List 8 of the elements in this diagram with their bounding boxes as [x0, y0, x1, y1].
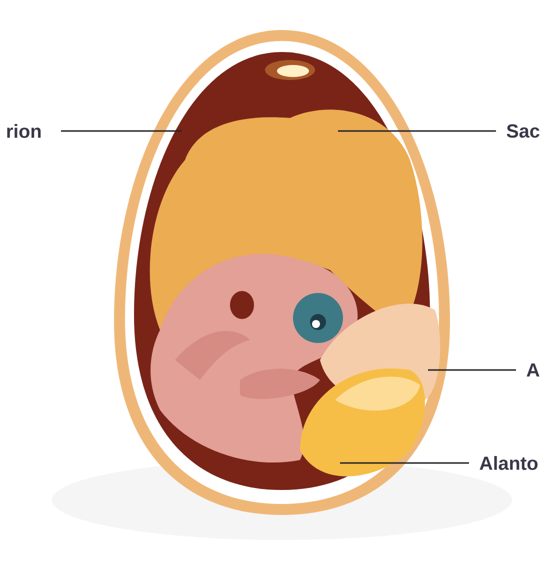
label-text: Sac — [506, 124, 540, 138]
label-text: Alanto — [480, 456, 538, 470]
label-text: A — [526, 363, 540, 377]
label-text: rion — [7, 124, 41, 138]
leader-line — [338, 130, 496, 132]
leader-line — [61, 130, 182, 132]
leader-line — [340, 462, 469, 464]
leader-line — [428, 369, 516, 371]
